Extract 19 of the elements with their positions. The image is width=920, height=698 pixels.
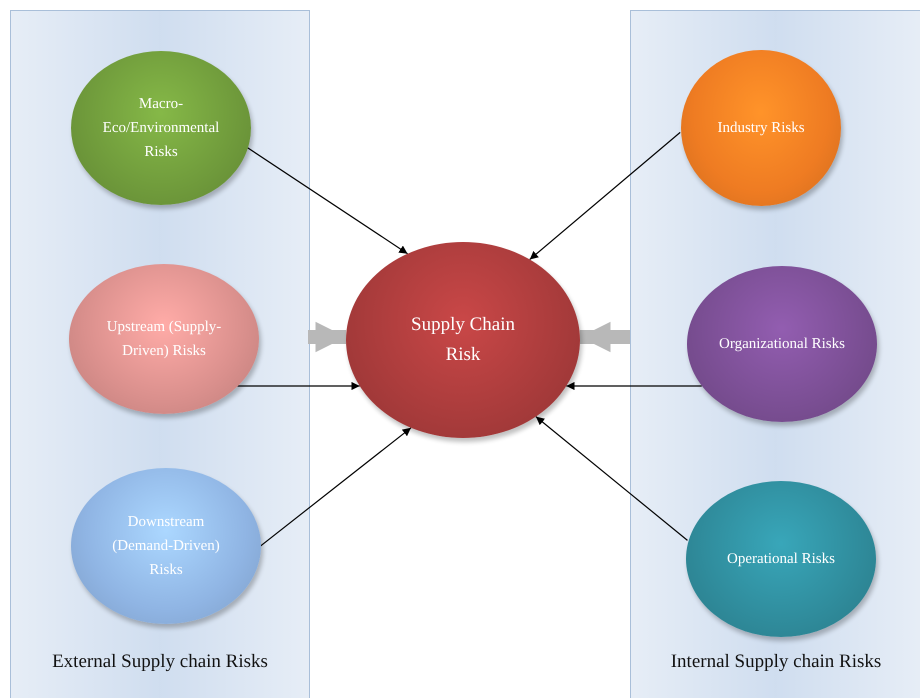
node-label: Upstream (Supply-Driven) Risks (106, 318, 222, 361)
panel-title: Internal Supply chain Risks (670, 651, 882, 673)
arrow (260, 427, 412, 547)
group-panel (630, 10, 920, 698)
node-label: Supply Chain Risk (410, 312, 516, 367)
node-label: Macro-Eco/Environmental Risks (102, 95, 220, 162)
arrow (566, 382, 702, 390)
block-arrow (580, 322, 630, 352)
panel-title: External Supply chain Risks (51, 651, 269, 673)
node-label: Organizational Risks (718, 335, 846, 354)
arrow (536, 416, 688, 541)
node-label: Downstream (Demand-Driven) Risks (111, 513, 221, 580)
group-panel (10, 10, 310, 698)
block-arrow (308, 322, 346, 352)
node-label: Industry Risks (716, 119, 806, 138)
node-label: Operational Risks (726, 550, 836, 569)
arrow (529, 132, 681, 260)
arrow (246, 146, 408, 254)
arrow (236, 382, 360, 390)
